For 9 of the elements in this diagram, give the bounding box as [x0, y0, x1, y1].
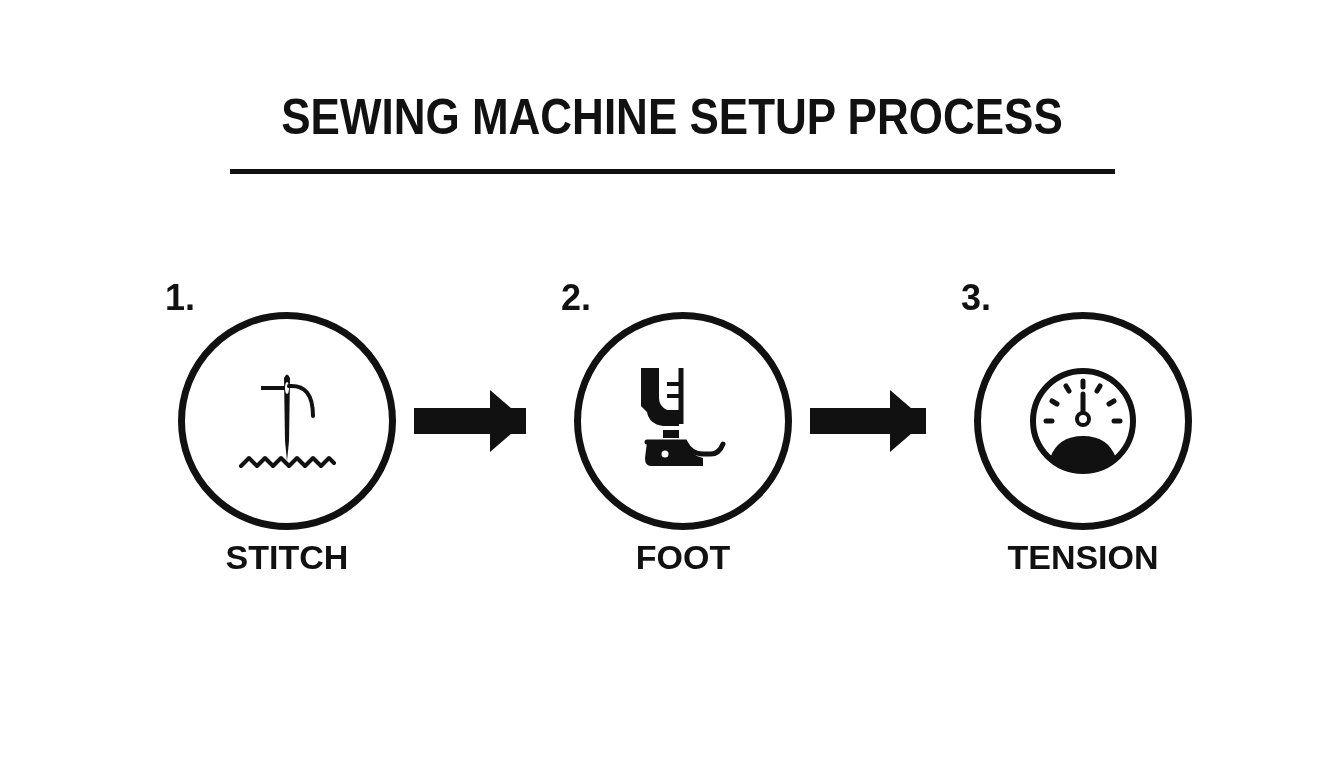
step-number: 3. — [961, 280, 992, 316]
step-number: 1. — [165, 280, 196, 316]
step-label: FOOT — [634, 540, 732, 574]
arrow — [414, 390, 526, 452]
arrow — [810, 390, 926, 452]
title: SEWING MACHINE SETUP PROCESS — [280, 88, 1064, 146]
step-number: 2. — [561, 280, 592, 316]
step-label: STITCH — [224, 540, 350, 574]
step-label: TENSION — [1006, 540, 1160, 574]
